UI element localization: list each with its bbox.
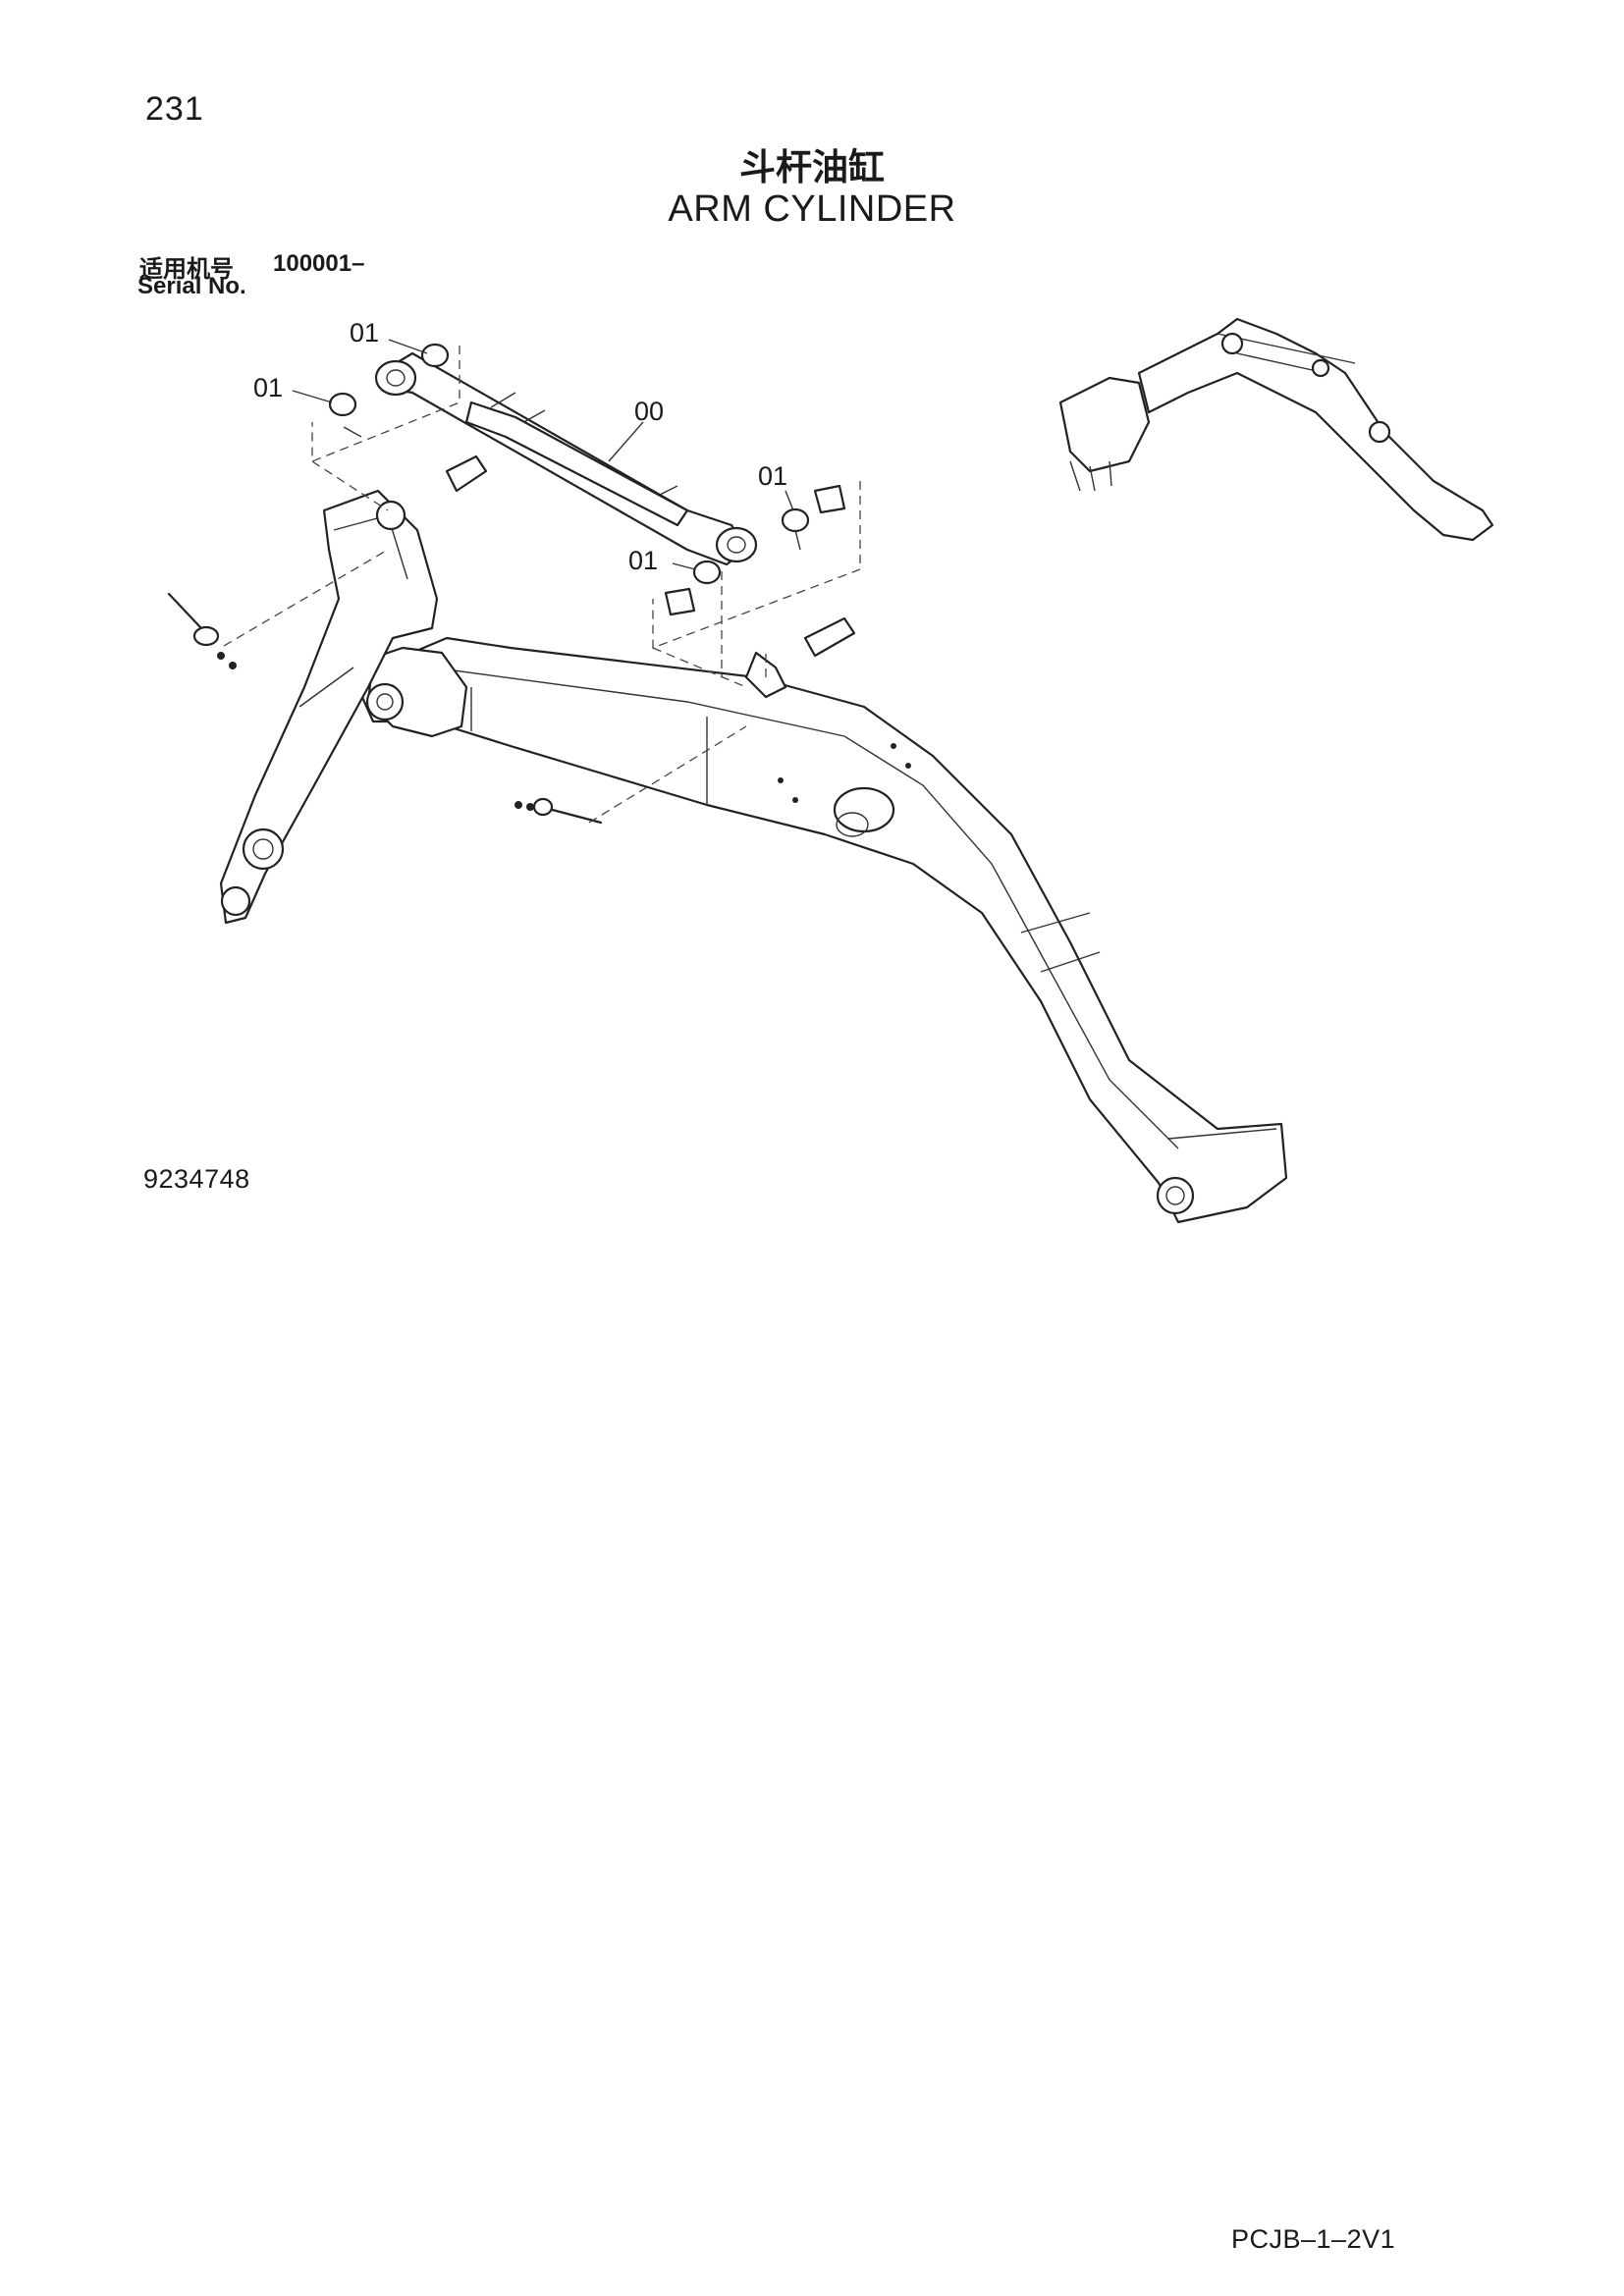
assembly-guide-lines <box>223 346 861 824</box>
callout-01-bottom: 01 <box>628 546 658 575</box>
document-code: PCJB–1–2V1 <box>1231 2224 1396 2254</box>
exploded-parts-drawing: 01 01 00 01 01 <box>167 317 1494 1224</box>
figure-number: 9234748 <box>143 1164 250 1194</box>
pins <box>445 454 856 658</box>
reference-view <box>1058 317 1494 542</box>
bushings <box>328 343 810 585</box>
callout-leaders <box>292 339 794 570</box>
callout-01-right: 01 <box>758 461 787 491</box>
shims <box>664 484 846 616</box>
arm-cylinder <box>374 351 758 566</box>
serial-value: 100001– <box>273 250 365 277</box>
arm-bracket <box>365 646 787 738</box>
page-number: 231 <box>145 90 204 128</box>
fasteners <box>167 592 603 825</box>
title-chinese: 斗杆油缸 <box>739 146 885 188</box>
callout-00: 00 <box>634 397 664 426</box>
title-english: ARM CYLINDER <box>668 188 956 230</box>
arm-body <box>352 636 1288 1224</box>
boom-frame <box>219 489 439 925</box>
callout-01-top: 01 <box>350 318 379 347</box>
serial-label-english: Serial No. <box>137 273 246 299</box>
callout-01-left: 01 <box>253 373 283 402</box>
serial-label-chinese: 适用机号 <box>139 255 234 283</box>
